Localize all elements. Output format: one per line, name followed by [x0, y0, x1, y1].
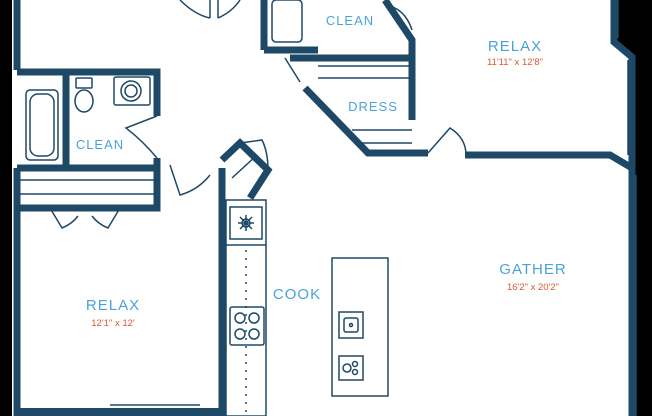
toilet-icon: [74, 77, 94, 113]
outer-wall-right: [610, 0, 636, 416]
pantry-shelf: [231, 155, 257, 179]
bottom-wall: [17, 408, 222, 416]
stove-icon: [229, 306, 265, 346]
bathtub-icon: [25, 89, 59, 161]
appliance-icon: [338, 355, 364, 381]
floor-area: [12, 0, 630, 416]
kitchen-island: [331, 257, 389, 397]
top-closet-door: [284, 57, 312, 83]
dim-gather: 16'2" x 20'2": [507, 282, 559, 293]
door-swing-top-left: [179, 0, 241, 19]
wall-dress-diagonal: [302, 85, 428, 157]
left-closet-doors: [49, 207, 121, 229]
label-relax-top: RELAX: [488, 38, 542, 55]
appliance-icon: [229, 206, 263, 240]
dim-relax-left: 12'1" x 12': [91, 318, 135, 329]
top-bath-door-swing: [384, 4, 413, 31]
wall-top-bath-right: [382, 0, 416, 58]
sink-icon: [338, 311, 364, 339]
kitchen-counter: [225, 199, 267, 416]
bathtub-inner: [29, 93, 55, 157]
left-bedroom-door-swing: [169, 164, 211, 196]
dress-door-swing: [427, 127, 467, 156]
wall-relax-top-bottom: [465, 151, 634, 172]
sink-icon: [113, 76, 151, 106]
label-cook: COOK: [273, 286, 321, 303]
label-gather: GATHER: [499, 261, 566, 278]
label-clean-left: CLEAN: [76, 137, 124, 152]
left-bath-door-swing: [124, 115, 158, 159]
label-relax-left: RELAX: [86, 297, 140, 314]
label-dress: DRESS: [348, 99, 398, 114]
bathtub-icon: [271, 0, 303, 43]
pantry-door: [239, 139, 269, 171]
label-clean-top: CLEAN: [326, 13, 374, 28]
wall-pantry: [219, 138, 273, 200]
dim-relax-top: 11'11" x 12'8": [487, 57, 543, 68]
